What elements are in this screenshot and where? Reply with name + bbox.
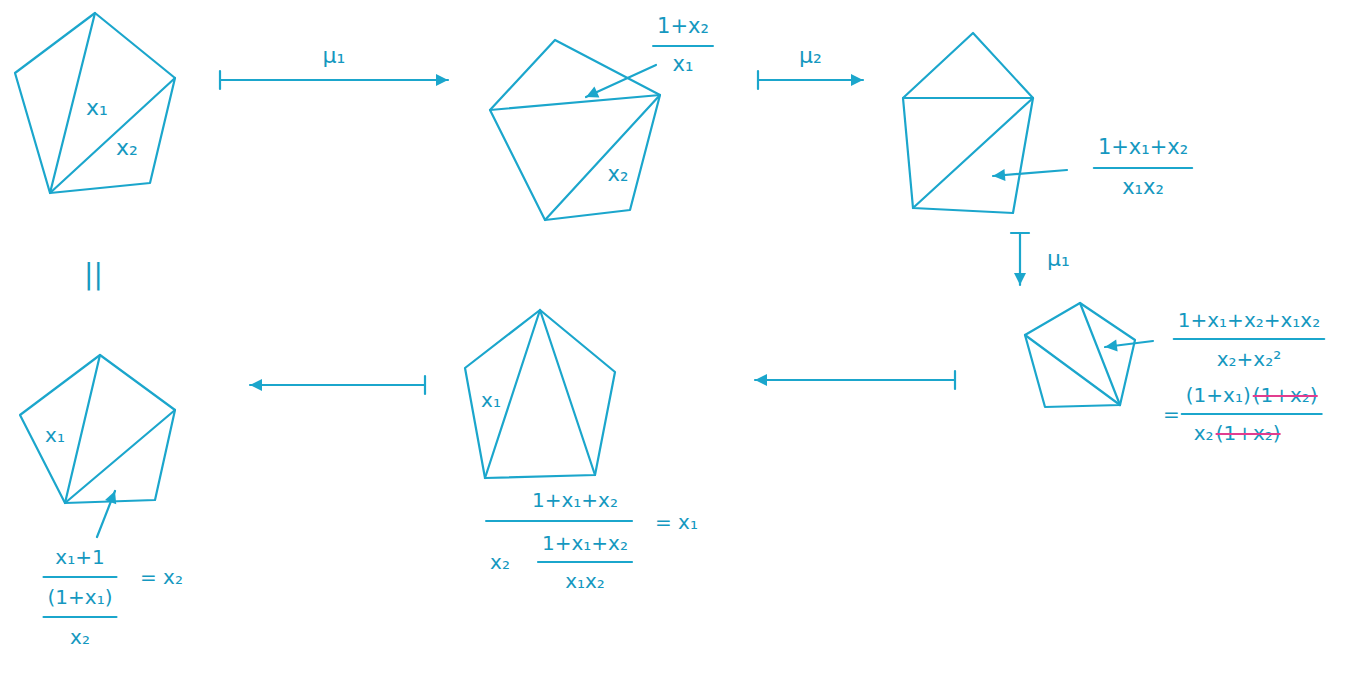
mutation-label: μ₁ — [1044, 246, 1073, 272]
cluster-variable-text: 1+x₁+x₂+x₁x₂ — [1178, 308, 1320, 332]
fraction-bar — [1094, 167, 1192, 169]
cluster-variable-text: x₁ — [86, 95, 108, 121]
cluster-variable-text: x₂ — [70, 625, 90, 649]
arrow-head — [436, 74, 448, 86]
pentagon-outline — [1025, 303, 1135, 407]
cluster-variable-text: (1+x₂) — [1216, 421, 1281, 445]
cluster-variable-text: 1+x₂ — [657, 14, 709, 39]
triangulation-node: 1+x₁+x₂+x₁x₂x₂+x₂²=(1+x₁)(1+x₂)x₂(1+x₂) — [985, 295, 1340, 455]
maps-to-tick — [219, 71, 221, 89]
pentagon-outline — [15, 13, 175, 193]
diagonal-line — [490, 95, 660, 110]
mutation-arrow — [220, 71, 448, 89]
cluster-variable-text: x₂ — [1194, 421, 1214, 445]
arrow-shaft — [758, 79, 863, 81]
pentagon-drawing — [5, 345, 220, 660]
diagonal-line — [545, 95, 660, 220]
diagonal-line — [913, 98, 1033, 208]
arrow-shaft — [220, 79, 448, 81]
pentagon-outline — [490, 40, 660, 220]
cluster-variable-text: 1+x₁+x₂ — [532, 488, 618, 512]
leader-arrow — [586, 65, 656, 97]
fraction-bar — [1182, 413, 1322, 415]
pentagon-outline — [903, 33, 1033, 213]
leader-arrow-head — [105, 491, 116, 504]
leader-arrow-head — [586, 87, 599, 98]
maps-to-tick — [1011, 232, 1029, 234]
diagonal-line — [50, 78, 175, 193]
diagonal-line — [65, 410, 175, 503]
pentagon-outline — [20, 355, 175, 503]
cluster-variable-text: (1+x₂) — [1253, 383, 1318, 407]
cluster-variable-text: x₁x₂ — [1122, 175, 1164, 200]
mutation-arrow — [250, 376, 425, 394]
pentagon-outline — [465, 310, 615, 478]
triangulation-node: x₁ 1+x₁+x₂ x₂ 1+x₁+x₂ x₁x₂ = x₁ — [455, 300, 725, 600]
fraction-bar — [538, 561, 632, 563]
maps-to-tick — [757, 71, 759, 89]
diagonal-line — [65, 355, 100, 503]
fraction-bar — [1174, 338, 1324, 340]
fraction-bar — [486, 520, 632, 522]
cluster-variable-text: 1+x₁+x₂ — [1098, 135, 1188, 160]
triangulation-node: 1+x₂ x₁ x₂ — [478, 5, 728, 233]
triangulation-node: 1+x₁+x₂ x₁x₂ — [893, 28, 1203, 223]
arrow-head — [851, 74, 863, 86]
cluster-variable-text: x₁ — [45, 423, 65, 447]
cluster-variable-text: x₁x₂ — [565, 569, 605, 593]
fraction-bar — [44, 616, 117, 618]
cluster-variable-text: x₂ — [116, 135, 138, 161]
arrow-head — [1014, 273, 1026, 285]
arrow-shaft — [250, 384, 425, 386]
cluster-variable-text: x₂ — [490, 550, 510, 574]
cluster-variable-text: x₁ — [673, 52, 694, 77]
maps-to-tick — [954, 371, 956, 389]
cluster-variable-text: 1+x₁+x₂ — [542, 531, 628, 555]
arrow-shaft — [755, 379, 955, 381]
mutation-label: μ₂ — [796, 43, 825, 69]
arrow-head — [755, 374, 767, 386]
cluster-variable-text: (1+x₁) — [1186, 383, 1251, 407]
cluster-variable-text: (1+x₁) — [48, 585, 113, 609]
mutation-label: μ₁ — [320, 43, 349, 69]
cluster-variable-text: x₂+x₂² — [1217, 347, 1281, 371]
cluster-variable-text: = x₁ — [655, 510, 698, 534]
maps-to-tick — [424, 376, 426, 394]
cluster-variable-text: = — [1163, 402, 1180, 426]
cluster-variable-text: x₁+1 — [55, 545, 104, 569]
cluster-variable-text: = x₂ — [140, 565, 183, 589]
leader-arrow-head — [1105, 340, 1118, 352]
mutation-arrow — [755, 371, 955, 389]
arrow-head — [250, 379, 262, 391]
fraction-bar — [44, 576, 117, 578]
mutation-arrow — [1011, 233, 1029, 285]
cluster-variable-text: x₂ — [608, 162, 629, 187]
cluster-variable-text: x₁ — [481, 388, 501, 412]
equality-sign: || — [84, 258, 103, 292]
leader-arrow-head — [993, 169, 1005, 181]
diagonal-line — [903, 97, 1033, 99]
triangulation-node: x₁ x₁+1 (1+x₁) x₂ = x₂ — [5, 345, 220, 660]
mutation-arrow — [758, 71, 863, 89]
diagonal-line — [1025, 335, 1120, 405]
fraction-bar — [653, 45, 713, 47]
triangulation-node: x₁ x₂ — [5, 8, 190, 208]
pentagon-drawing — [478, 5, 728, 233]
diagonal-line — [540, 310, 595, 475]
